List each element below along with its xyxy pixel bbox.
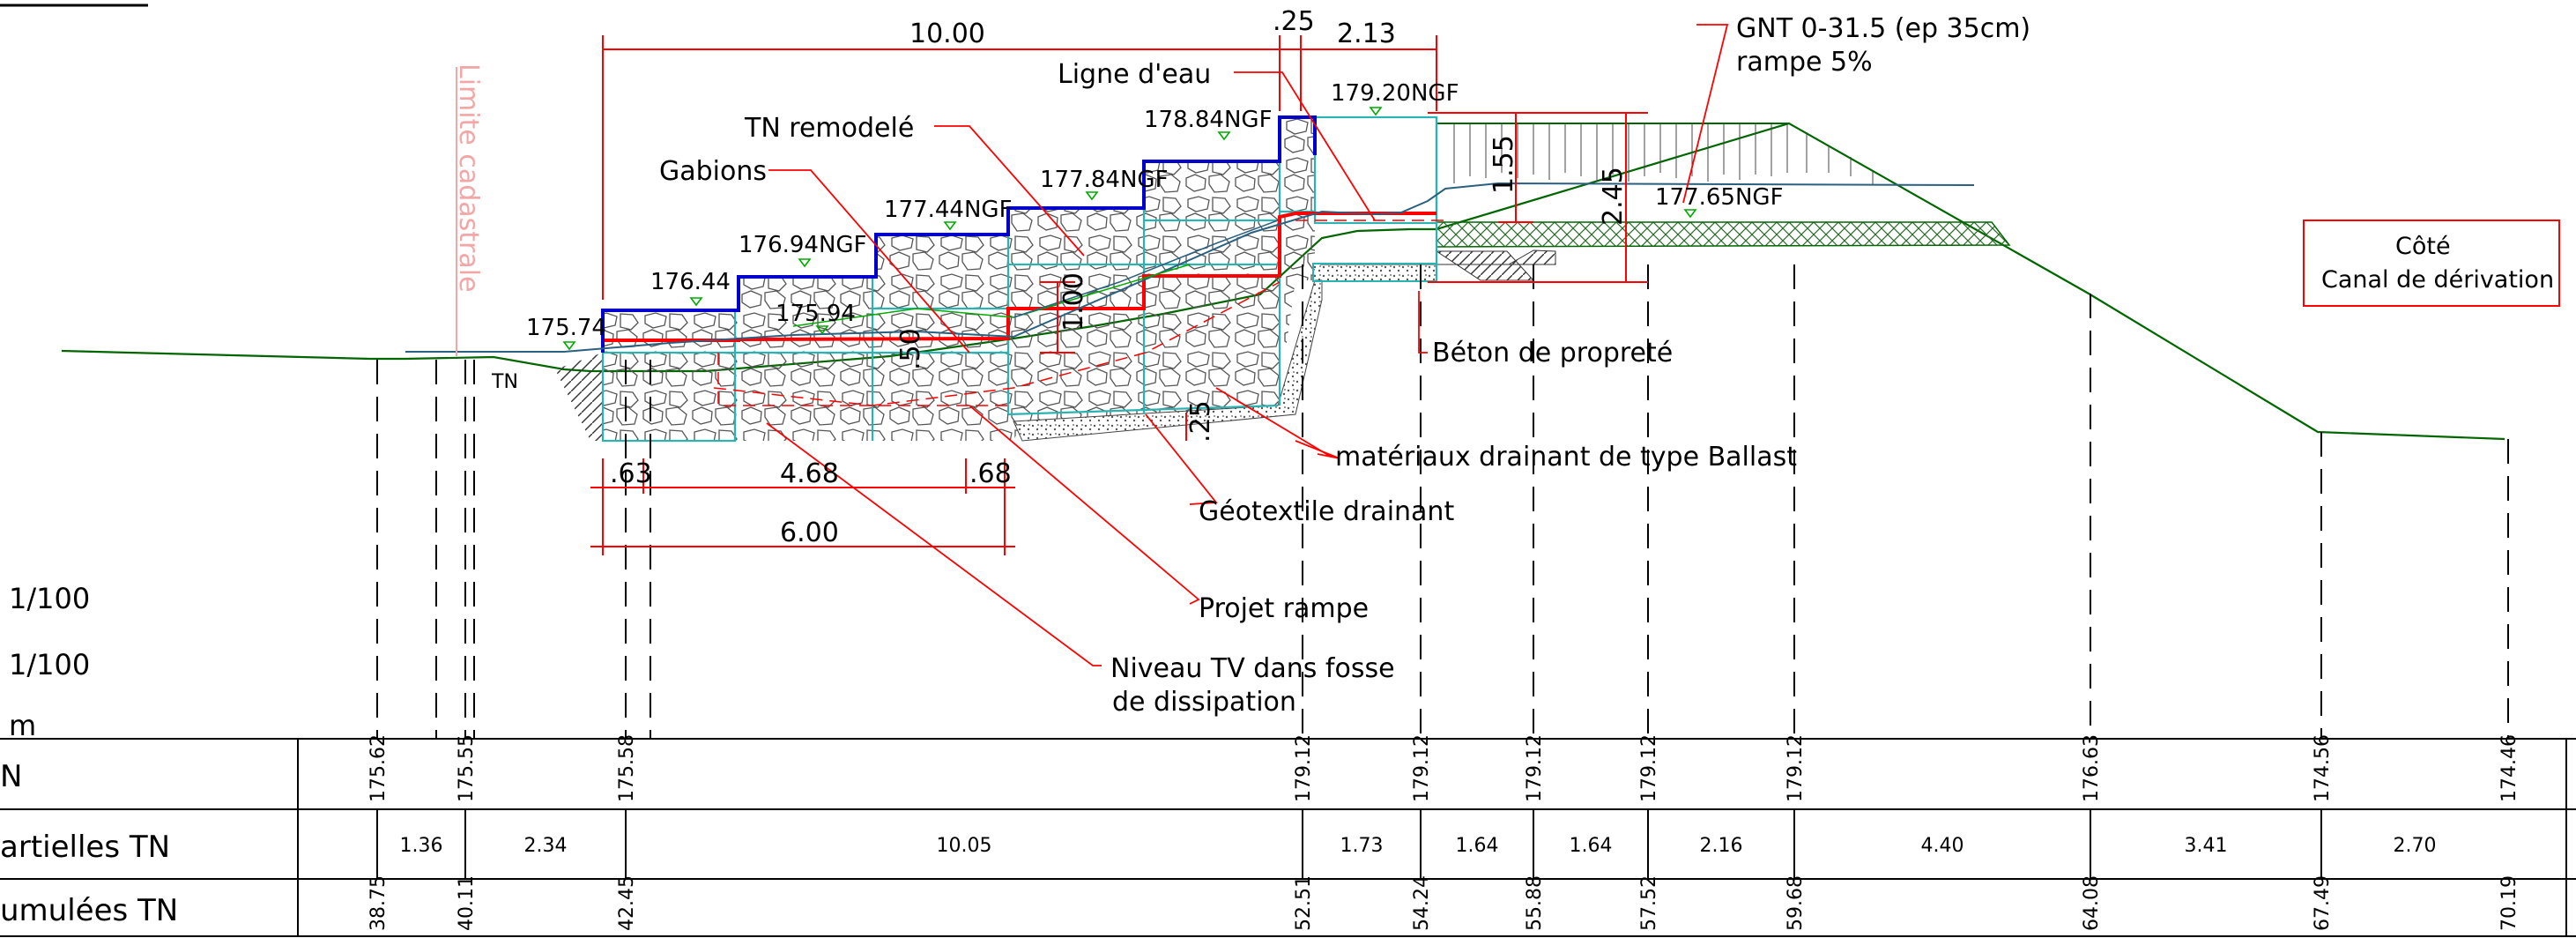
dim-1-55: 1.55 xyxy=(1488,135,1519,194)
row-cumul-label: umulées TN xyxy=(0,893,178,928)
cote-canal-box xyxy=(2303,220,2560,307)
beton-proprete xyxy=(1312,263,1437,282)
dashed-red-inner xyxy=(713,281,1281,406)
scale-v-label: 1/100 xyxy=(9,648,90,681)
dim-10-00: 10.00 xyxy=(909,19,985,49)
ballast-label: matériaux drainant de type Ballast xyxy=(1335,442,1797,473)
tn-value: 174.56 xyxy=(2312,734,2334,802)
cumul-value: 54.24 xyxy=(1411,875,1433,931)
dim-25b: .25 xyxy=(1185,400,1216,443)
partial-value: 10.05 xyxy=(937,835,992,857)
elevation-markers xyxy=(562,107,1697,351)
cumul-value: 67.49 xyxy=(2312,875,2334,931)
beton-label: Béton de propreté xyxy=(1432,338,1673,368)
elev-179-20: 179.20NGF xyxy=(1331,80,1459,107)
row-tn-label: N xyxy=(0,759,22,794)
tn-value: 176.63 xyxy=(2081,734,2103,802)
elev-176-44: 176.44 xyxy=(650,269,731,295)
partial-value: 2.16 xyxy=(1700,835,1743,857)
cumul-value: 59.68 xyxy=(1785,875,1807,931)
cumul-value: 55.88 xyxy=(1524,875,1546,931)
dim-63: .63 xyxy=(610,458,652,489)
elev-177-84: 177.84NGF xyxy=(1040,167,1169,193)
tn-value: 174.46 xyxy=(2498,734,2520,802)
cumul-value: 52.51 xyxy=(1293,875,1315,931)
tn-remodele-label: TN remodelé xyxy=(744,113,914,144)
scale-h-label: 1/100 xyxy=(9,582,90,615)
partial-value: 4.40 xyxy=(1921,835,1964,857)
data-table-grid xyxy=(0,738,2576,937)
gnt-layer xyxy=(1436,221,2011,248)
tn-value: 175.55 xyxy=(456,734,478,802)
hatched-soil-left xyxy=(555,353,603,441)
elev-178-84: 178.84NGF xyxy=(1144,107,1273,133)
leader-lines xyxy=(766,24,1729,666)
tn-value: 179.12 xyxy=(1293,734,1315,802)
partial-value: 1.64 xyxy=(1456,835,1499,857)
tn-small-label: TN xyxy=(491,371,518,393)
projet-rampe-label: Projet rampe xyxy=(1199,593,1369,624)
tn-value: 175.62 xyxy=(367,734,390,802)
dim-2-13: 2.13 xyxy=(1337,19,1396,49)
partial-value: 3.41 xyxy=(2185,835,2228,857)
cumul-value: 64.08 xyxy=(2081,875,2103,931)
cumul-value: 42.45 xyxy=(616,875,638,931)
row-partial-label: artielles TN xyxy=(0,830,170,865)
niveau-label-1: Niveau TV dans fosse xyxy=(1110,653,1395,684)
water-line xyxy=(405,182,1975,353)
niveau-label-2: de dissipation xyxy=(1112,687,1296,718)
cumul-value: 40.11 xyxy=(456,875,478,931)
gnt-label-2: rampe 5% xyxy=(1736,47,1873,78)
elev-177-65: 177.65NGF xyxy=(1655,184,1784,211)
unit-label: m xyxy=(9,709,36,742)
elev-175-94: 175.94 xyxy=(776,301,856,327)
dim-68: .68 xyxy=(969,458,1012,489)
partial-value: 2.70 xyxy=(2394,835,2437,857)
elev-177-44: 177.44NGF xyxy=(884,197,1013,223)
ballast-layer xyxy=(1013,279,1323,442)
station-lines xyxy=(376,264,2509,739)
tn-value: 175.58 xyxy=(616,734,638,802)
partial-value: 1.73 xyxy=(1340,835,1384,857)
tn-value: 179.12 xyxy=(1411,734,1433,802)
partial-value: 1.64 xyxy=(1570,835,1613,857)
limite-cadastrale-label: Limite cadastrale xyxy=(453,63,484,293)
cumul-value: 57.52 xyxy=(1638,875,1660,931)
elev-176-94: 176.94NGF xyxy=(739,232,867,258)
dim-4-68: 4.68 xyxy=(780,458,839,489)
cote-label-1: Côté xyxy=(2395,233,2451,260)
gabion-stones xyxy=(603,117,1315,441)
hatched-soil-right xyxy=(1435,250,1535,281)
partial-value: 2.34 xyxy=(524,835,568,857)
cote-label-2: Canal de dérivation xyxy=(2321,266,2554,294)
dim-6-00: 6.00 xyxy=(780,517,839,548)
tn-value: 179.12 xyxy=(1785,734,1807,802)
dim-1-00: 1.00 xyxy=(1058,272,1089,331)
cumul-value: 38.75 xyxy=(367,875,390,931)
dim-2-45: 2.45 xyxy=(1598,167,1629,226)
blue-step-outline xyxy=(601,115,1317,353)
gnt-label-1: GNT 0-31.5 (ep 35cm) xyxy=(1736,13,2030,44)
partial-value: 1.36 xyxy=(400,835,443,857)
dimension-lines xyxy=(590,35,1648,555)
tn-value: 179.12 xyxy=(1638,734,1660,802)
ligne-eau-label: Ligne d'eau xyxy=(1058,59,1211,90)
geotextile-label: Géotextile drainant xyxy=(1199,496,1454,527)
cumul-value: 70.19 xyxy=(2498,875,2520,931)
elev-175-74: 175.74 xyxy=(526,315,606,341)
dim-50: .50 xyxy=(895,328,926,370)
gabions-label: Gabions xyxy=(659,156,767,187)
dim-25: .25 xyxy=(1273,6,1315,37)
tn-value: 179.12 xyxy=(1524,734,1546,802)
